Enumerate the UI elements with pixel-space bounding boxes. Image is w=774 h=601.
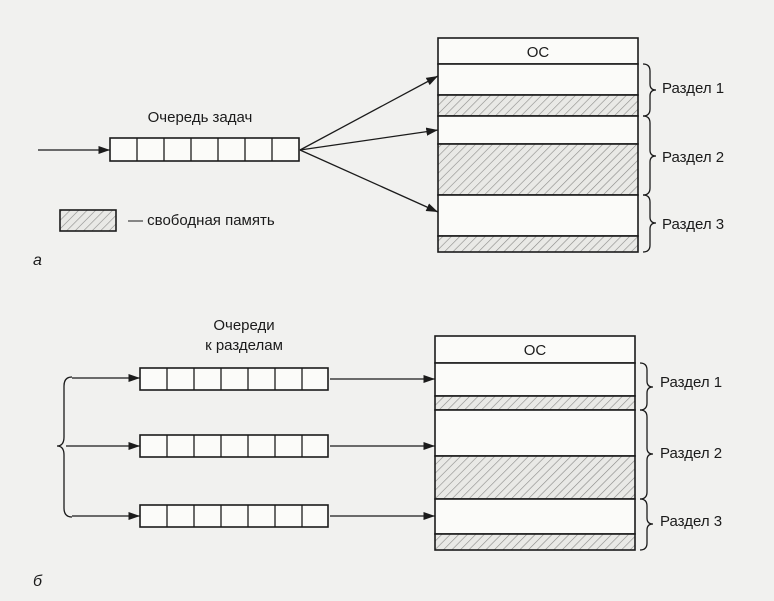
bracket-partition-3 (639, 498, 654, 551)
partition-2-free (437, 143, 639, 196)
partition-1-used (437, 63, 639, 96)
bracket-partition-3 (642, 194, 657, 253)
partition-3-free (434, 533, 636, 551)
partition-2-label: Раздел 2 (660, 445, 722, 462)
arrow-to-partition-1 (299, 75, 439, 151)
partition-1-free (434, 395, 636, 411)
queues-label-line1: Очереди (213, 317, 274, 334)
arrow-to-partition-3 (299, 149, 439, 213)
os-block (434, 335, 636, 364)
job-queue-label: Очередь задач (148, 109, 253, 126)
partition-queue-3 (139, 504, 329, 528)
partition-1-label: Раздел 1 (660, 374, 722, 391)
partition-1-free (437, 94, 639, 117)
diagram-b-marker: б (33, 573, 43, 590)
partition-2-free (434, 455, 636, 500)
bracket-partition-2 (639, 409, 654, 500)
job-queue (109, 137, 300, 162)
partition-3-label: Раздел 3 (662, 216, 724, 233)
legend-free-memory-label: — свободная память (128, 212, 275, 229)
legend-free-memory-swatch (59, 209, 117, 232)
bracket-partition-1 (642, 63, 657, 117)
partition-1-used (434, 362, 636, 397)
legend: — свободная память (59, 209, 275, 232)
diagram-b: Очереди к разделам (33, 317, 722, 590)
partition-queue-2 (139, 434, 329, 458)
partition-1-label: Раздел 1 (662, 80, 724, 97)
partition-3-free (437, 235, 639, 253)
input-brace (56, 376, 73, 518)
partition-2-used (437, 115, 639, 145)
queues-label-line2: к разделам (205, 337, 283, 354)
partition-queue-1 (139, 367, 329, 391)
partition-2-label: Раздел 2 (662, 149, 724, 166)
os-label: ОС (524, 342, 547, 359)
partition-3-used (437, 194, 639, 237)
os-label: ОС (527, 44, 550, 61)
memory-column-a: ОС (437, 37, 639, 253)
bracket-partition-1 (639, 362, 654, 411)
memory-column-b: ОС (434, 335, 636, 551)
arrow-to-partition-2 (299, 127, 439, 151)
partition-3-label: Раздел 3 (660, 513, 722, 530)
partition-3-used (434, 498, 636, 535)
diagram-a-marker: а (33, 252, 42, 269)
diagram-a: Очередь задач ОС (33, 37, 724, 269)
bracket-partition-2 (642, 115, 657, 196)
partition-2-used (434, 409, 636, 457)
